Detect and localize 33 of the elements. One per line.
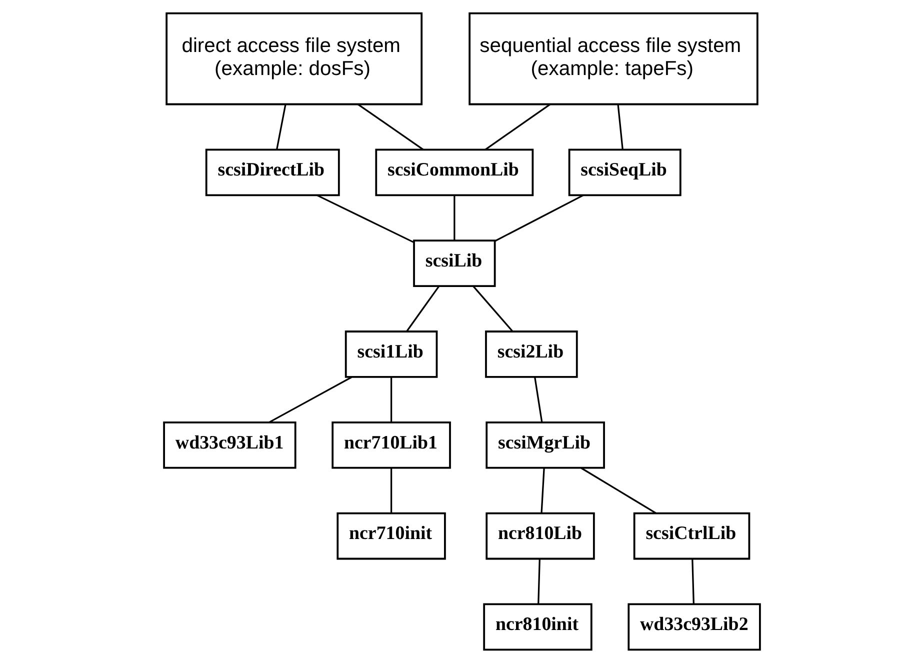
node-box: scsi2Lib <box>484 330 578 378</box>
node-box: direct access file system (example: dosFs) <box>165 12 422 106</box>
connector <box>316 194 414 243</box>
node-box: wd33c93Lib2 <box>627 603 760 651</box>
connector <box>537 559 540 604</box>
connector <box>276 104 286 150</box>
node-box: ncr710init <box>336 512 446 560</box>
connector <box>540 468 544 514</box>
node-box: scsiLib <box>412 240 496 287</box>
connector <box>691 559 694 604</box>
connector <box>484 104 550 150</box>
connector <box>472 286 513 332</box>
connector <box>453 196 455 240</box>
node-box: ncr710Lib1 <box>331 421 450 469</box>
node-box: scsiSeqLib <box>568 148 681 196</box>
connector <box>534 377 542 422</box>
connector <box>390 468 392 514</box>
connector <box>268 376 352 423</box>
connector <box>494 194 584 242</box>
connector <box>390 377 392 422</box>
node-box: scsiCtrlLib <box>632 512 750 560</box>
node-box: scsiMgrLib <box>485 421 604 469</box>
connector <box>356 104 424 150</box>
node-box: scsiCommonLib <box>374 148 534 196</box>
node-box: ncr810init <box>482 603 592 651</box>
node-box: ncr810Lib <box>485 512 594 560</box>
connector <box>580 467 656 514</box>
connector <box>406 286 439 332</box>
node-box: scsiDirectLib <box>204 148 340 196</box>
node-box: sequential access file system (example: tapeFs) <box>468 12 758 106</box>
node-box: scsi1Lib <box>344 330 438 378</box>
node-box: wd33c93Lib1 <box>162 421 296 469</box>
connector <box>616 104 623 150</box>
